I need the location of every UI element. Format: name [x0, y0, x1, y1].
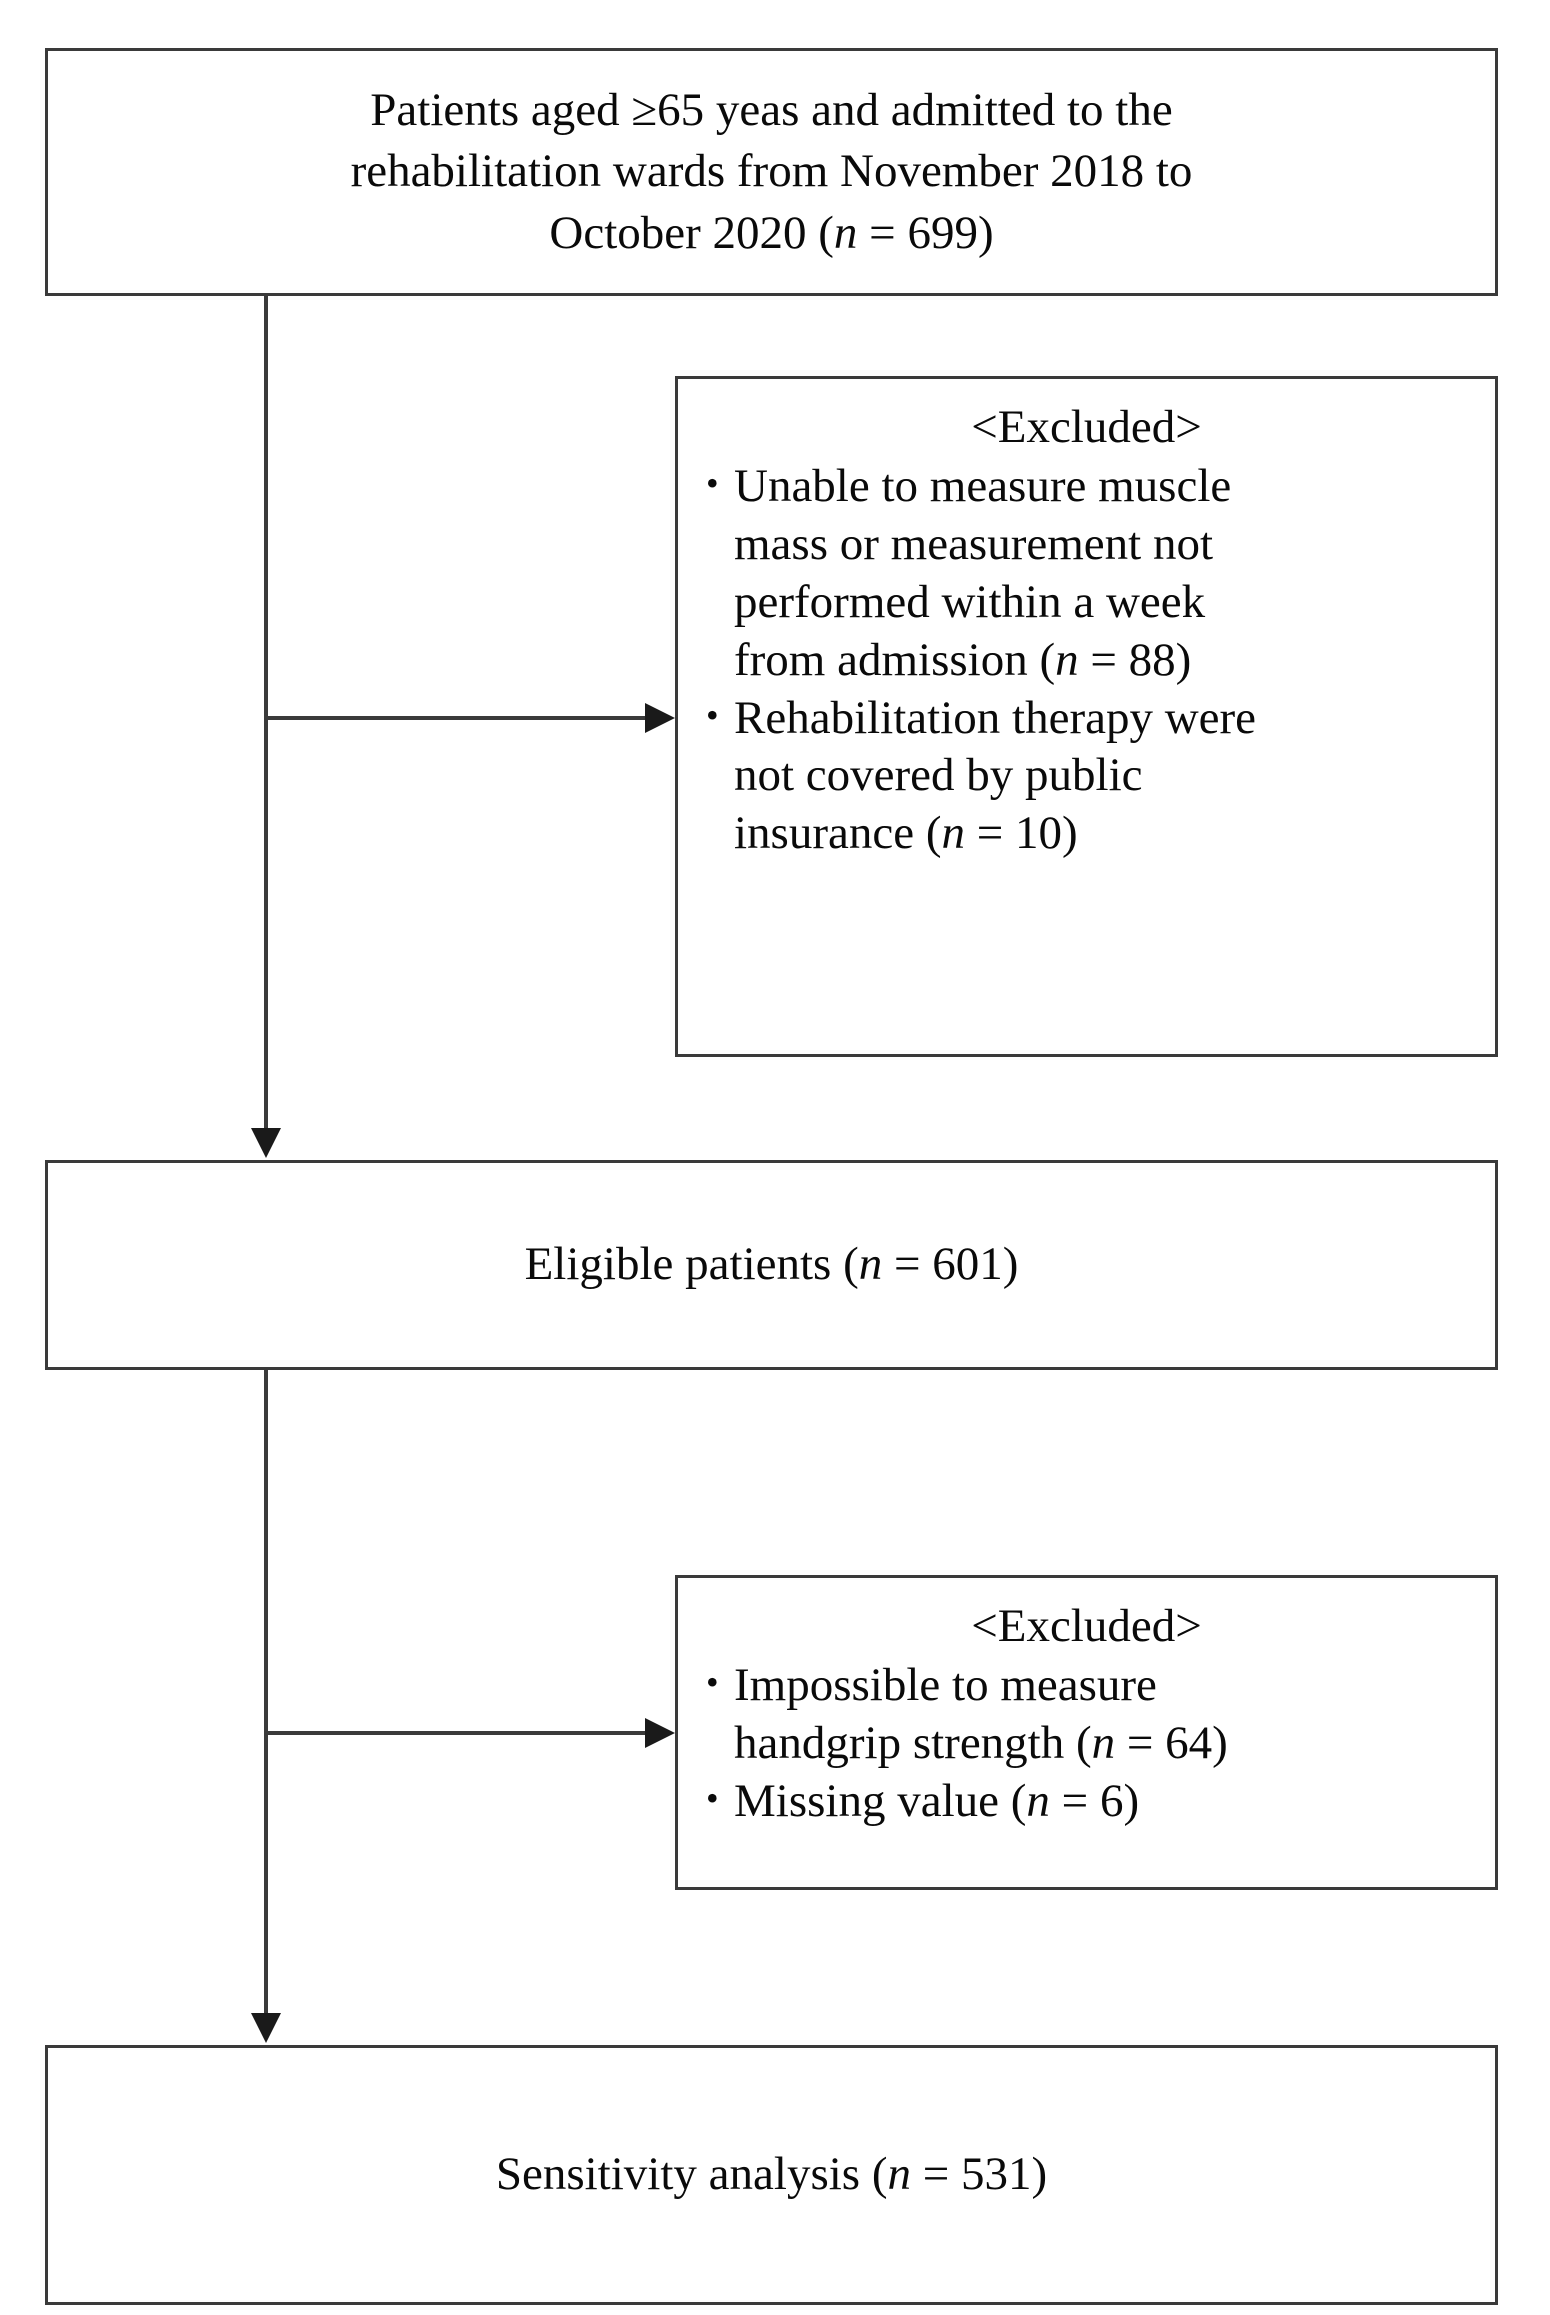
- excluded-box-1-item-2: Rehabilitation therapy were not covered …: [704, 690, 1469, 863]
- source-count-symbol: n: [833, 206, 858, 259]
- excl-2-item-1-count-symbol: n: [1091, 1717, 1116, 1770]
- excluded-box-2-title: <Excluded>: [971, 1600, 1202, 1652]
- excl-1-item-1-line-2: mass or measurement not: [734, 518, 1214, 571]
- excl-1-item-1-line-4: from admission (: [734, 633, 1056, 686]
- excluded-box-2: <Excluded> Impossible to measure handgri…: [675, 1575, 1498, 1890]
- sensitivity-analysis-box: Sensitivity analysis (n = 531): [45, 2045, 1498, 2305]
- excl-1-item-1-line-1: Unable to measure muscle: [734, 460, 1232, 513]
- connector-eligible-to-outcome-arrowhead: [251, 2013, 281, 2043]
- excl-2-item-1-count-sep: =: [1115, 1717, 1166, 1770]
- connector-eligible-to-excluded-2-line: [266, 1731, 647, 1735]
- excl-2-item-1-line-2: handgrip strength (: [734, 1717, 1092, 1770]
- source-line-3: October 2020 (n = 699): [549, 203, 993, 264]
- excl-1-item-2-count-symbol: n: [941, 807, 965, 860]
- source-line-2: rehabilitation wards from November 2018 …: [350, 145, 1193, 198]
- excl-2-item-2-count-sep: =: [1049, 1774, 1100, 1827]
- outcome-line: Sensitivity analysis (n = 531): [496, 2144, 1047, 2205]
- source-count-sep: =: [857, 206, 908, 259]
- eligible-count-value: 601): [932, 1238, 1019, 1291]
- excluded-box-1-item-1: Unable to measure muscle mass or measure…: [704, 458, 1469, 689]
- excluded-box-2-item-1: Impossible to measure handgrip strength …: [704, 1657, 1469, 1773]
- eligible-patients-box: Eligible patients (n = 601): [45, 1160, 1498, 1370]
- excl-1-item-1-count-sep: =: [1078, 633, 1129, 686]
- excl-1-item-2-count-sep: =: [964, 807, 1015, 860]
- excl-1-item-1-line-3: performed within a week: [734, 575, 1206, 628]
- excl-2-item-1-count-value: 64): [1165, 1717, 1228, 1770]
- source-line-1: Patients aged ≥65 yeas and admitted to t…: [370, 84, 1173, 137]
- excl-2-item-1-line-1: Impossible to measure: [734, 1659, 1157, 1712]
- connector-source-to-excluded-1-line: [266, 716, 647, 720]
- excl-1-item-2-line-3: insurance (: [734, 807, 942, 860]
- excluded-box-2-list: Impossible to measure handgrip strength …: [704, 1657, 1469, 1830]
- excl-1-item-2-count-value: 10): [1015, 807, 1078, 860]
- eligible-count-sep: =: [882, 1238, 933, 1291]
- eligible-count-symbol: n: [858, 1238, 883, 1291]
- outcome-count-sep: =: [910, 2148, 961, 2201]
- connector-source-to-eligible-arrowhead: [251, 1128, 281, 1158]
- excl-1-item-1-count-value: 88): [1128, 633, 1192, 686]
- connector-source-to-excluded-1-arrowhead: [645, 703, 675, 733]
- excluded-box-1-title: <Excluded>: [971, 401, 1202, 453]
- excl-2-item-2-count-symbol: n: [1026, 1774, 1050, 1827]
- excl-2-item-2-line-1: Missing value (: [734, 1774, 1027, 1827]
- source-line-3-text: October 2020 (: [549, 206, 834, 259]
- source-population-box: Patients aged ≥65 yeas and admitted to t…: [45, 48, 1498, 296]
- eligible-line: Eligible patients (n = 601): [525, 1234, 1019, 1295]
- outcome-count-value: 531): [961, 2148, 1048, 2201]
- excl-1-item-1-count-symbol: n: [1055, 633, 1079, 686]
- outcome-count-symbol: n: [887, 2148, 911, 2201]
- outcome-label: Sensitivity analysis (: [495, 2148, 888, 2201]
- excluded-box-2-item-2: Missing value (n = 6): [704, 1773, 1469, 1831]
- connector-source-to-eligible-line: [264, 296, 268, 1130]
- connector-eligible-to-excluded-2-arrowhead: [645, 1718, 675, 1748]
- eligible-label: Eligible patients (: [524, 1238, 859, 1291]
- excluded-box-1-list: Unable to measure muscle mass or measure…: [704, 458, 1469, 863]
- excl-2-item-2-count-value: 6): [1099, 1774, 1140, 1827]
- connector-eligible-to-outcome-line: [264, 1370, 268, 2015]
- excl-1-item-2-line-2: not covered by public: [734, 749, 1143, 802]
- source-count-value: 699): [907, 206, 994, 259]
- excl-1-item-2-line-1: Rehabilitation therapy were: [734, 691, 1257, 744]
- excluded-box-1: <Excluded> Unable to measure muscle mass…: [675, 376, 1498, 1057]
